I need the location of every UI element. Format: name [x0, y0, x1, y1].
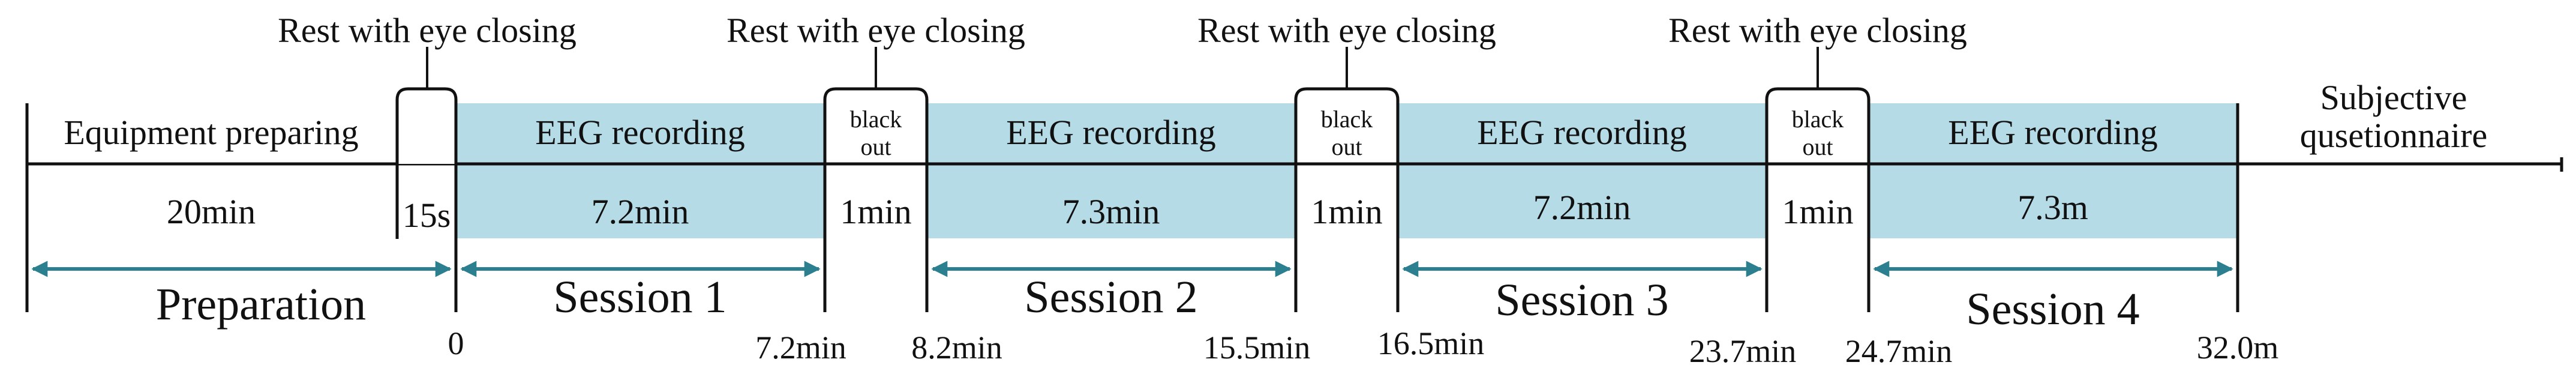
blackout-label-1-line2: out — [860, 133, 891, 160]
duration-break-3: 1min — [1782, 192, 1853, 231]
blackout-label-2-line1: black — [1321, 106, 1373, 133]
phase-preparation: Preparation — [156, 279, 366, 330]
rest-label-1: Rest with eye closing — [278, 11, 577, 50]
time-mark-32-0: 32.0m — [2197, 330, 2279, 366]
session-4-band — [1869, 103, 2238, 238]
eeg-recording-label-1: EEG recording — [535, 113, 744, 152]
phase-session-1: Session 1 — [553, 272, 726, 322]
eeg-recording-label-4: EEG recording — [1948, 113, 2157, 152]
time-mark-16-5: 16.5min — [1377, 325, 1485, 361]
time-mark-23-7: 23.7min — [1689, 333, 1797, 369]
blackout-label-3-line2: out — [1802, 133, 1833, 160]
phase-session-3: Session 3 — [1495, 275, 1668, 325]
rest-label-3: Rest with eye closing — [1197, 11, 1496, 50]
duration-break-2: 1min — [1311, 192, 1382, 231]
session-3-band — [1398, 103, 1767, 238]
equipment-preparing-label: Equipment preparing — [64, 113, 358, 152]
time-mark-7-2: 7.2min — [755, 330, 846, 366]
session-1-band — [456, 103, 825, 238]
rest-eye-closing-box — [395, 87, 458, 164]
time-mark-8-2: 8.2min — [911, 330, 1002, 366]
eeg-recording-label-2: EEG recording — [1006, 113, 1215, 152]
blackout-label-1-line1: black — [850, 106, 902, 133]
time-mark-15-5: 15.5min — [1203, 330, 1311, 366]
blackout-label-3-line1: black — [1792, 106, 1844, 133]
phase-session-2: Session 2 — [1024, 272, 1197, 322]
eeg-recording-label-3: EEG recording — [1477, 113, 1686, 152]
duration-eeg-1: 7.2min — [592, 192, 689, 231]
session-2-band — [927, 103, 1296, 238]
subjective-label-line1: Subjective — [2320, 78, 2467, 117]
duration-eeg-4: 7.3m — [2017, 188, 2088, 227]
duration-prep: 20min — [167, 192, 256, 231]
time-mark-0: 0 — [448, 325, 464, 361]
blackout-label-2-line2: out — [1331, 133, 1362, 160]
subjective-label-line2: qusetionnaire — [2300, 116, 2487, 155]
duration-eeg-2: 7.3min — [1062, 192, 1160, 231]
rest-label-4: Rest with eye closing — [1668, 11, 1967, 50]
time-mark-24-7: 24.7min — [1845, 333, 1953, 369]
rest-label-2: Rest with eye closing — [726, 11, 1025, 50]
duration-rest: 15s — [403, 196, 451, 235]
duration-eeg-3: 7.2min — [1533, 188, 1631, 227]
duration-break-1: 1min — [840, 192, 911, 231]
blackout-box-2 — [1294, 87, 1400, 312]
phase-session-4: Session 4 — [1966, 284, 2139, 334]
